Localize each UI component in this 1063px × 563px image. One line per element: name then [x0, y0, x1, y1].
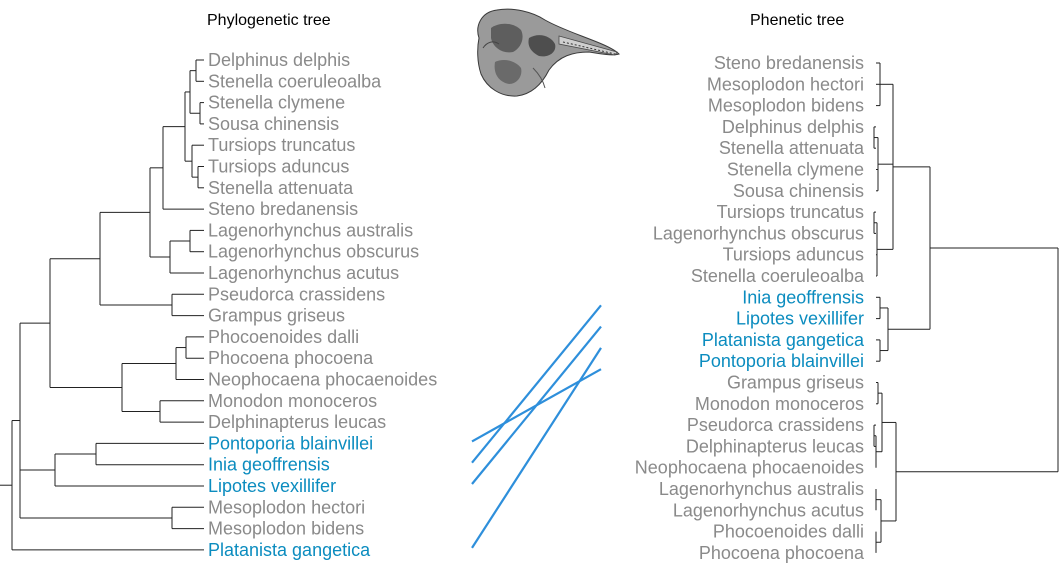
- taxon-connectors: [472, 305, 601, 548]
- left-taxon-mesoplodon-bidens: Mesoplodon bidens: [208, 519, 364, 539]
- connector-inia-geoffrensis: [472, 305, 601, 462]
- phenetic-tree-branches: [874, 63, 1058, 553]
- left-taxon-lagenorhynchus-obscurus: Lagenorhynchus obscurus: [208, 242, 419, 262]
- left-taxon-tursiops-truncatus: Tursiops truncatus: [208, 135, 355, 155]
- left-taxon-pontoporia-blainvillei: Pontoporia blainvillei: [208, 433, 373, 453]
- left-taxon-stenella-attenuata: Stenella attenuata: [208, 178, 354, 198]
- left-taxon-lagenorhynchus-acutus: Lagenorhynchus acutus: [208, 263, 399, 283]
- left-taxon-stenella-clymene: Stenella clymene: [208, 93, 345, 113]
- left-taxon-tursiops-aduncus: Tursiops aduncus: [208, 157, 349, 177]
- left-tree-title: Phylogenetic tree: [207, 12, 331, 29]
- right-taxon-tursiops-truncatus: Tursiops truncatus: [717, 202, 864, 222]
- skull-image: [478, 9, 619, 96]
- left-taxon-delphinus-delphis: Delphinus delphis: [208, 50, 350, 70]
- left-taxon-pseudorca-crassidens: Pseudorca crassidens: [208, 284, 385, 304]
- left-taxon-sousa-chinensis: Sousa chinensis: [208, 114, 339, 134]
- left-taxon-phocoena-phocoena: Phocoena phocoena: [208, 348, 374, 368]
- left-taxon-neophocaena-phocaenoides: Neophocaena phocaenoides: [208, 370, 437, 390]
- phylogenetic-tree-labels: Delphinus delphisStenella coeruleoalbaSt…: [208, 50, 437, 560]
- right-taxon-grampus-griseus: Grampus griseus: [727, 373, 864, 393]
- right-taxon-neophocaena-phocaenoides: Neophocaena phocaenoides: [635, 458, 864, 478]
- right-taxon-phocoenoides-dalli: Phocoenoides dalli: [713, 522, 864, 542]
- left-taxon-lagenorhynchus-australis: Lagenorhynchus australis: [208, 220, 413, 240]
- right-taxon-lagenorhynchus-acutus: Lagenorhynchus acutus: [673, 500, 864, 520]
- right-tree-title: Phenetic tree: [750, 12, 844, 29]
- right-taxon-inia-geoffrensis: Inia geoffrensis: [742, 287, 864, 307]
- right-taxon-lagenorhynchus-australis: Lagenorhynchus australis: [659, 479, 864, 499]
- left-taxon-grampus-griseus: Grampus griseus: [208, 306, 345, 326]
- left-taxon-mesoplodon-hectori: Mesoplodon hectori: [208, 497, 365, 517]
- right-taxon-steno-bredanensis: Steno bredanensis: [714, 53, 864, 73]
- right-taxon-stenella-clymene: Stenella clymene: [727, 160, 864, 180]
- right-taxon-platanista-gangetica: Platanista gangetica: [702, 330, 865, 350]
- right-taxon-stenella-attenuata: Stenella attenuata: [719, 138, 865, 158]
- right-taxon-sousa-chinensis: Sousa chinensis: [733, 181, 864, 201]
- right-taxon-phocoena-phocoena: Phocoena phocoena: [699, 543, 865, 563]
- left-taxon-lipotes-vexillifer: Lipotes vexillifer: [208, 476, 336, 496]
- left-taxon-platanista-gangetica: Platanista gangetica: [208, 540, 371, 560]
- phylogenetic-tree-branches: [0, 60, 204, 550]
- right-taxon-tursiops-aduncus: Tursiops aduncus: [723, 245, 864, 265]
- left-taxon-phocoenoides-dalli: Phocoenoides dalli: [208, 327, 359, 347]
- right-taxon-stenella-coeruleoalba: Stenella coeruleoalba: [691, 266, 865, 286]
- right-taxon-mesoplodon-hectori: Mesoplodon hectori: [707, 74, 864, 94]
- left-taxon-inia-geoffrensis: Inia geoffrensis: [208, 455, 330, 475]
- right-taxon-mesoplodon-bidens: Mesoplodon bidens: [708, 96, 864, 116]
- left-taxon-delphinapterus-leucas: Delphinapterus leucas: [208, 412, 386, 432]
- right-taxon-delphinapterus-leucas: Delphinapterus leucas: [686, 436, 864, 456]
- connector-platanista-gangetica: [472, 348, 601, 548]
- right-taxon-delphinus-delphis: Delphinus delphis: [722, 117, 864, 137]
- left-taxon-monodon-monoceros: Monodon monoceros: [208, 391, 377, 411]
- connector-lipotes-vexillifer: [472, 327, 601, 484]
- right-taxon-pseudorca-crassidens: Pseudorca crassidens: [687, 415, 864, 435]
- right-taxon-pontoporia-blainvillei: Pontoporia blainvillei: [699, 351, 864, 371]
- left-taxon-steno-bredanensis: Steno bredanensis: [208, 199, 358, 219]
- right-taxon-monodon-monoceros: Monodon monoceros: [695, 394, 864, 414]
- right-taxon-lipotes-vexillifer: Lipotes vexillifer: [736, 309, 864, 329]
- left-taxon-stenella-coeruleoalba: Stenella coeruleoalba: [208, 71, 382, 91]
- phenetic-tree-labels: Steno bredanensisMesoplodon hectoriMesop…: [635, 53, 865, 563]
- right-taxon-lagenorhynchus-obscurus: Lagenorhynchus obscurus: [653, 223, 864, 243]
